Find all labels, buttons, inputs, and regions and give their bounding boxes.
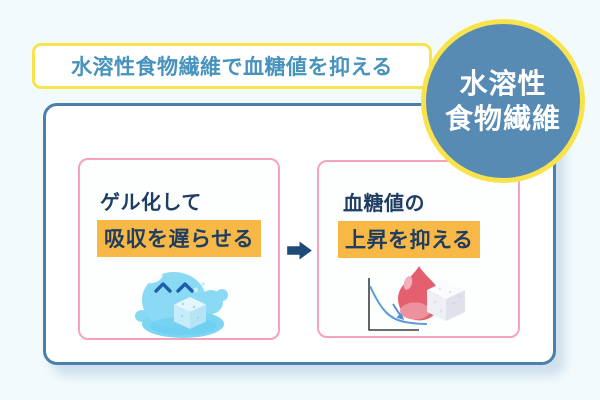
card-blood-sugar-effect: 血糖値の 上昇を抑える bbox=[317, 160, 520, 338]
badge-line1: 水溶性 bbox=[459, 67, 547, 100]
card-gel-effect: ゲル化して 吸収を遅らせる bbox=[78, 158, 280, 340]
page-title-banner: 水溶性食物繊維で血糖値を抑える bbox=[32, 43, 432, 89]
page-title: 水溶性食物繊維で血糖値を抑える bbox=[71, 55, 393, 79]
card-gel-line1: ゲル化して bbox=[100, 190, 202, 214]
gel-character-with-sugar-cube-icon bbox=[135, 272, 228, 338]
badge-line2: 食物繊維 bbox=[444, 102, 561, 135]
declining-chart-blood-drop-sugar-cube-icon bbox=[368, 266, 465, 331]
card-blood-line1: 血糖値の bbox=[343, 191, 425, 215]
fiber-badge: 水溶性 食物繊維 bbox=[421, 19, 585, 183]
right-block-arrow-icon bbox=[287, 241, 312, 260]
card-gel-highlight: 吸収を遅らせる bbox=[97, 220, 262, 257]
card-blood-highlight: 上昇を抑える bbox=[338, 221, 481, 258]
